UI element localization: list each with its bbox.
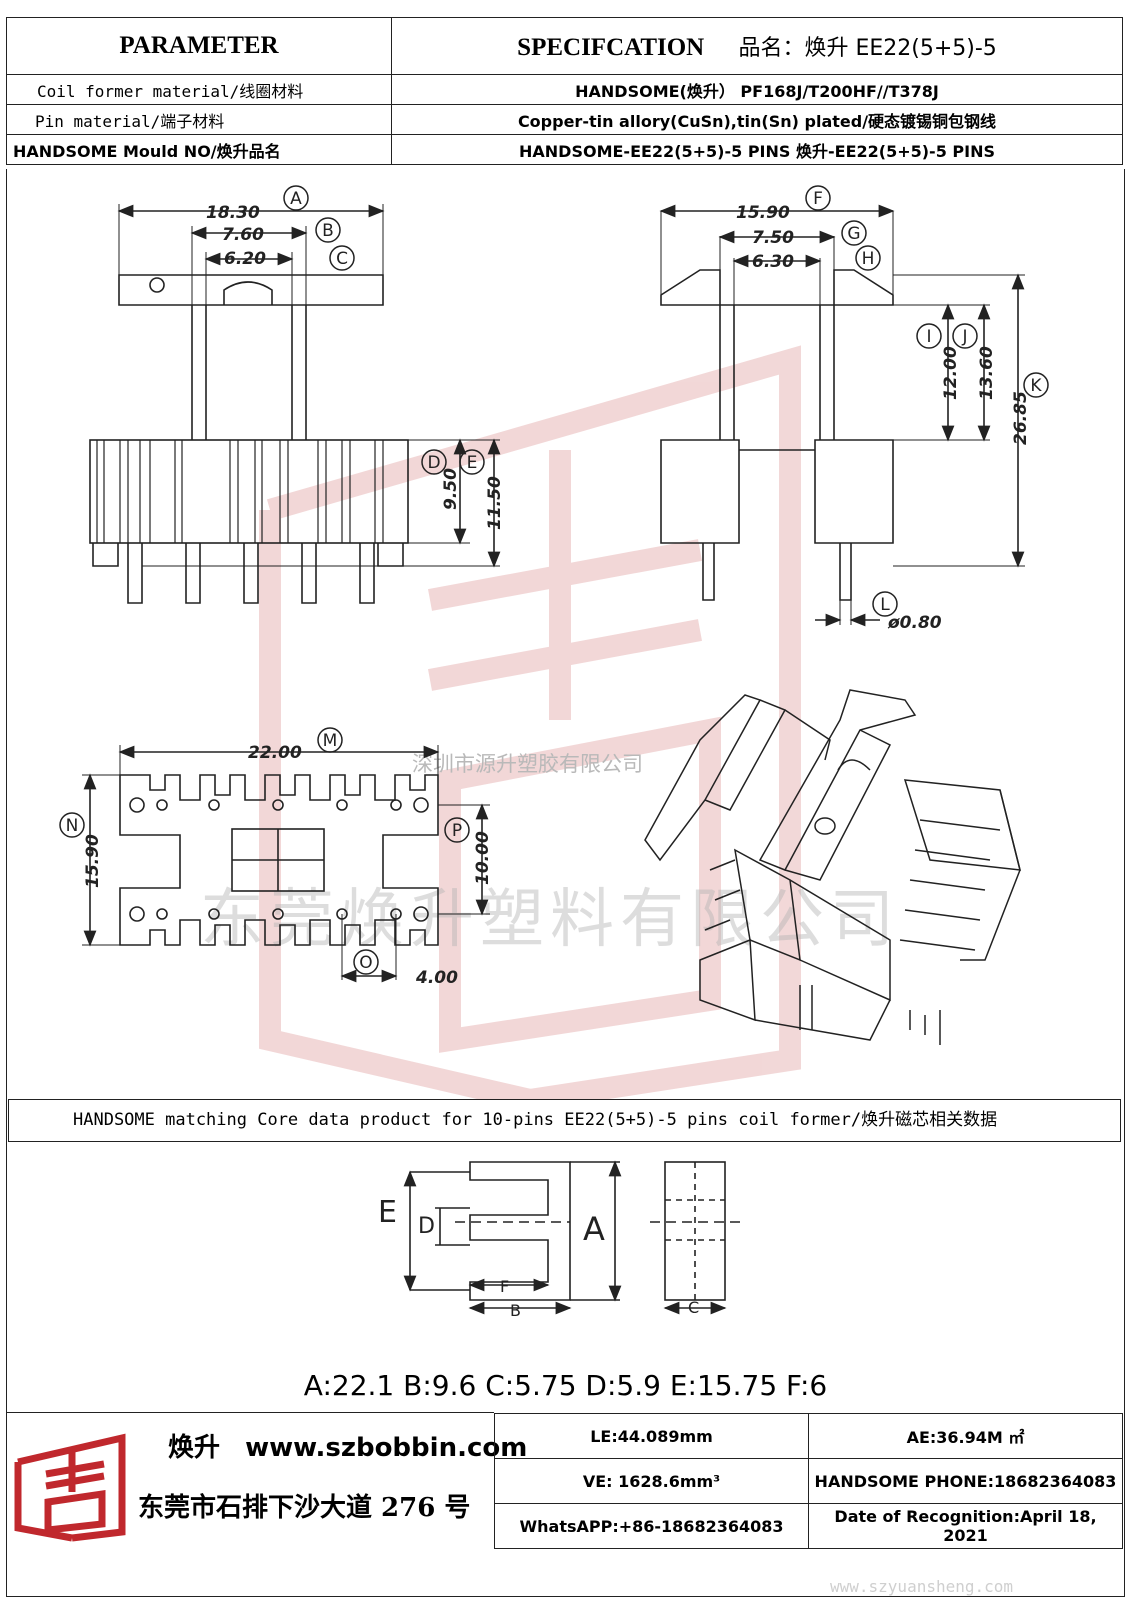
callout-circle-J [952,323,978,349]
core-params-table: LE:44.089mm AE:36.94M ㎡ VE: 1628.6mm³ HA… [494,1413,1123,1549]
callout-letter-B: B [322,221,334,241]
callout-circle-C [329,245,355,271]
callout-circle-N [59,812,85,838]
callout-circle-D [421,449,447,475]
coil-material-label: Coil former material/线圈材料 [6,74,392,105]
brand-line: 焕升 www.szbobbin.com [168,1427,527,1464]
date-value: Date of Recognition:April 18, 2021 [808,1503,1123,1549]
callout-circle-G [841,220,867,246]
callout-circle-I [916,323,942,349]
isometric-view [644,689,1021,1045]
parameter-heading: PARAMETER [6,17,392,75]
dim-A-value: 18.30 [206,203,260,223]
dim-G-value: 7.50 [752,228,794,248]
callout-circle-M [317,727,343,753]
dim-H-value: 6.30 [752,252,794,272]
dim-K-value: 26.85 [1011,391,1031,445]
callout-letter-O: O [359,953,372,973]
drawing-frame [6,169,1125,1597]
callout-circle-F [805,185,831,211]
core-label-D: D [418,1214,435,1239]
core-drawing: E D A F B C [378,1160,740,1320]
callout-circle-A [283,185,309,211]
callout-circle-H [855,245,881,271]
website-link[interactable]: www.szbobbin.com [245,1433,528,1463]
matching-core-title: HANDSOME matching Core data product for … [8,1099,1121,1142]
callout-circle-B [315,217,341,243]
core-label-E: E [378,1195,397,1230]
dim-O-value: 4.00 [415,968,458,988]
callout-circle-L [872,591,898,617]
callout-letter-P: P [452,821,462,841]
callout-letter-M: M [323,731,338,751]
callout-letter-C: C [336,249,348,269]
callout-letter-N: N [66,816,79,836]
pin-material-value: Copper-tin allory(CuSn),tin(Sn) plated/硬… [391,104,1123,135]
bottom-view [82,745,490,983]
side-view [659,204,1025,627]
callout-circle-E [459,449,485,475]
whatsapp-value: WhatsAPP:+86-18682364083 [494,1503,809,1549]
dim-I-value: 12.00 [941,346,961,400]
spec-heading: SPECIFCATION 品名：焕升 EE22(5+5)-5 [391,17,1123,75]
front-view [89,204,501,604]
callout-letter-I: I [926,327,931,347]
dim-P-value: 10.00 [473,831,493,885]
mould-no-value: HANDSOME-EE22(5+5)-5 PINS 焕升-EE22(5+5)-5… [391,134,1123,165]
watermark-url: www.szyuansheng.com [830,1577,1014,1596]
callout-circle-O [353,949,379,975]
dim-N-value: 15.90 [83,834,103,888]
phone-value: HANDSOME PHONE:18682364083 [808,1458,1123,1504]
company-logo [14,1433,126,1542]
watermark-small: 深圳市源升塑胶有限公司 [412,752,643,776]
ve-value: VE: 1628.6mm³ [494,1458,809,1504]
callout-letter-J: J [961,327,967,347]
brand-name: 焕升 [168,1433,221,1463]
callout-letter-K: K [1030,376,1042,396]
dim-F-value: 15.90 [736,203,790,223]
company-address: 东莞市石排下沙大道 276 号 [138,1493,471,1523]
callout-letter-G: G [847,224,860,244]
technical-drawing: 18.30 7.60 6.20 9.50 11.50 15.90 7.50 6.… [59,185,1049,1045]
callout-letter-H: H [862,249,875,269]
callout-letter-L: L [880,595,890,615]
dim-M-value: 22.00 [248,743,302,763]
dim-D-value: 9.50 [441,468,461,510]
core-values: A:22.1 B:9.6 C:5.75 D:5.9 E:15.75 F:6 [303,1369,828,1402]
dim-L-value: ø0.80 [887,613,942,633]
le-value: LE:44.089mm [494,1413,809,1459]
spec-label: SPECIFCATION [517,34,705,61]
dim-B-value: 7.60 [222,225,264,245]
core-label-A: A [583,1210,605,1248]
dim-J-value: 13.60 [977,346,997,400]
callout-circle-P [444,817,470,843]
core-label-B: B [510,1301,521,1320]
dim-C-value: 6.20 [224,249,266,269]
callout-letter-D: D [427,453,440,473]
core-label-C: C [688,1298,699,1317]
callout-letter-F: F [813,189,823,209]
callout-letter-A: A [290,189,302,209]
product-name: 品名：焕升 EE22(5+5)-5 [738,36,997,61]
callout-letter-E: E [467,453,478,473]
spec-header-table: PARAMETER SPECIFCATION 品名：焕升 EE22(5+5)-5… [6,17,1123,165]
watermark-logo [259,345,801,1100]
dim-E-value: 11.50 [485,476,505,530]
callout-circle-K [1023,372,1049,398]
core-label-F: F [500,1277,509,1296]
mould-no-label: HANDSOME Mould NO/焕升品名 [6,134,392,165]
footer-divider [6,1412,494,1413]
ae-value: AE:36.94M ㎡ [808,1413,1123,1459]
